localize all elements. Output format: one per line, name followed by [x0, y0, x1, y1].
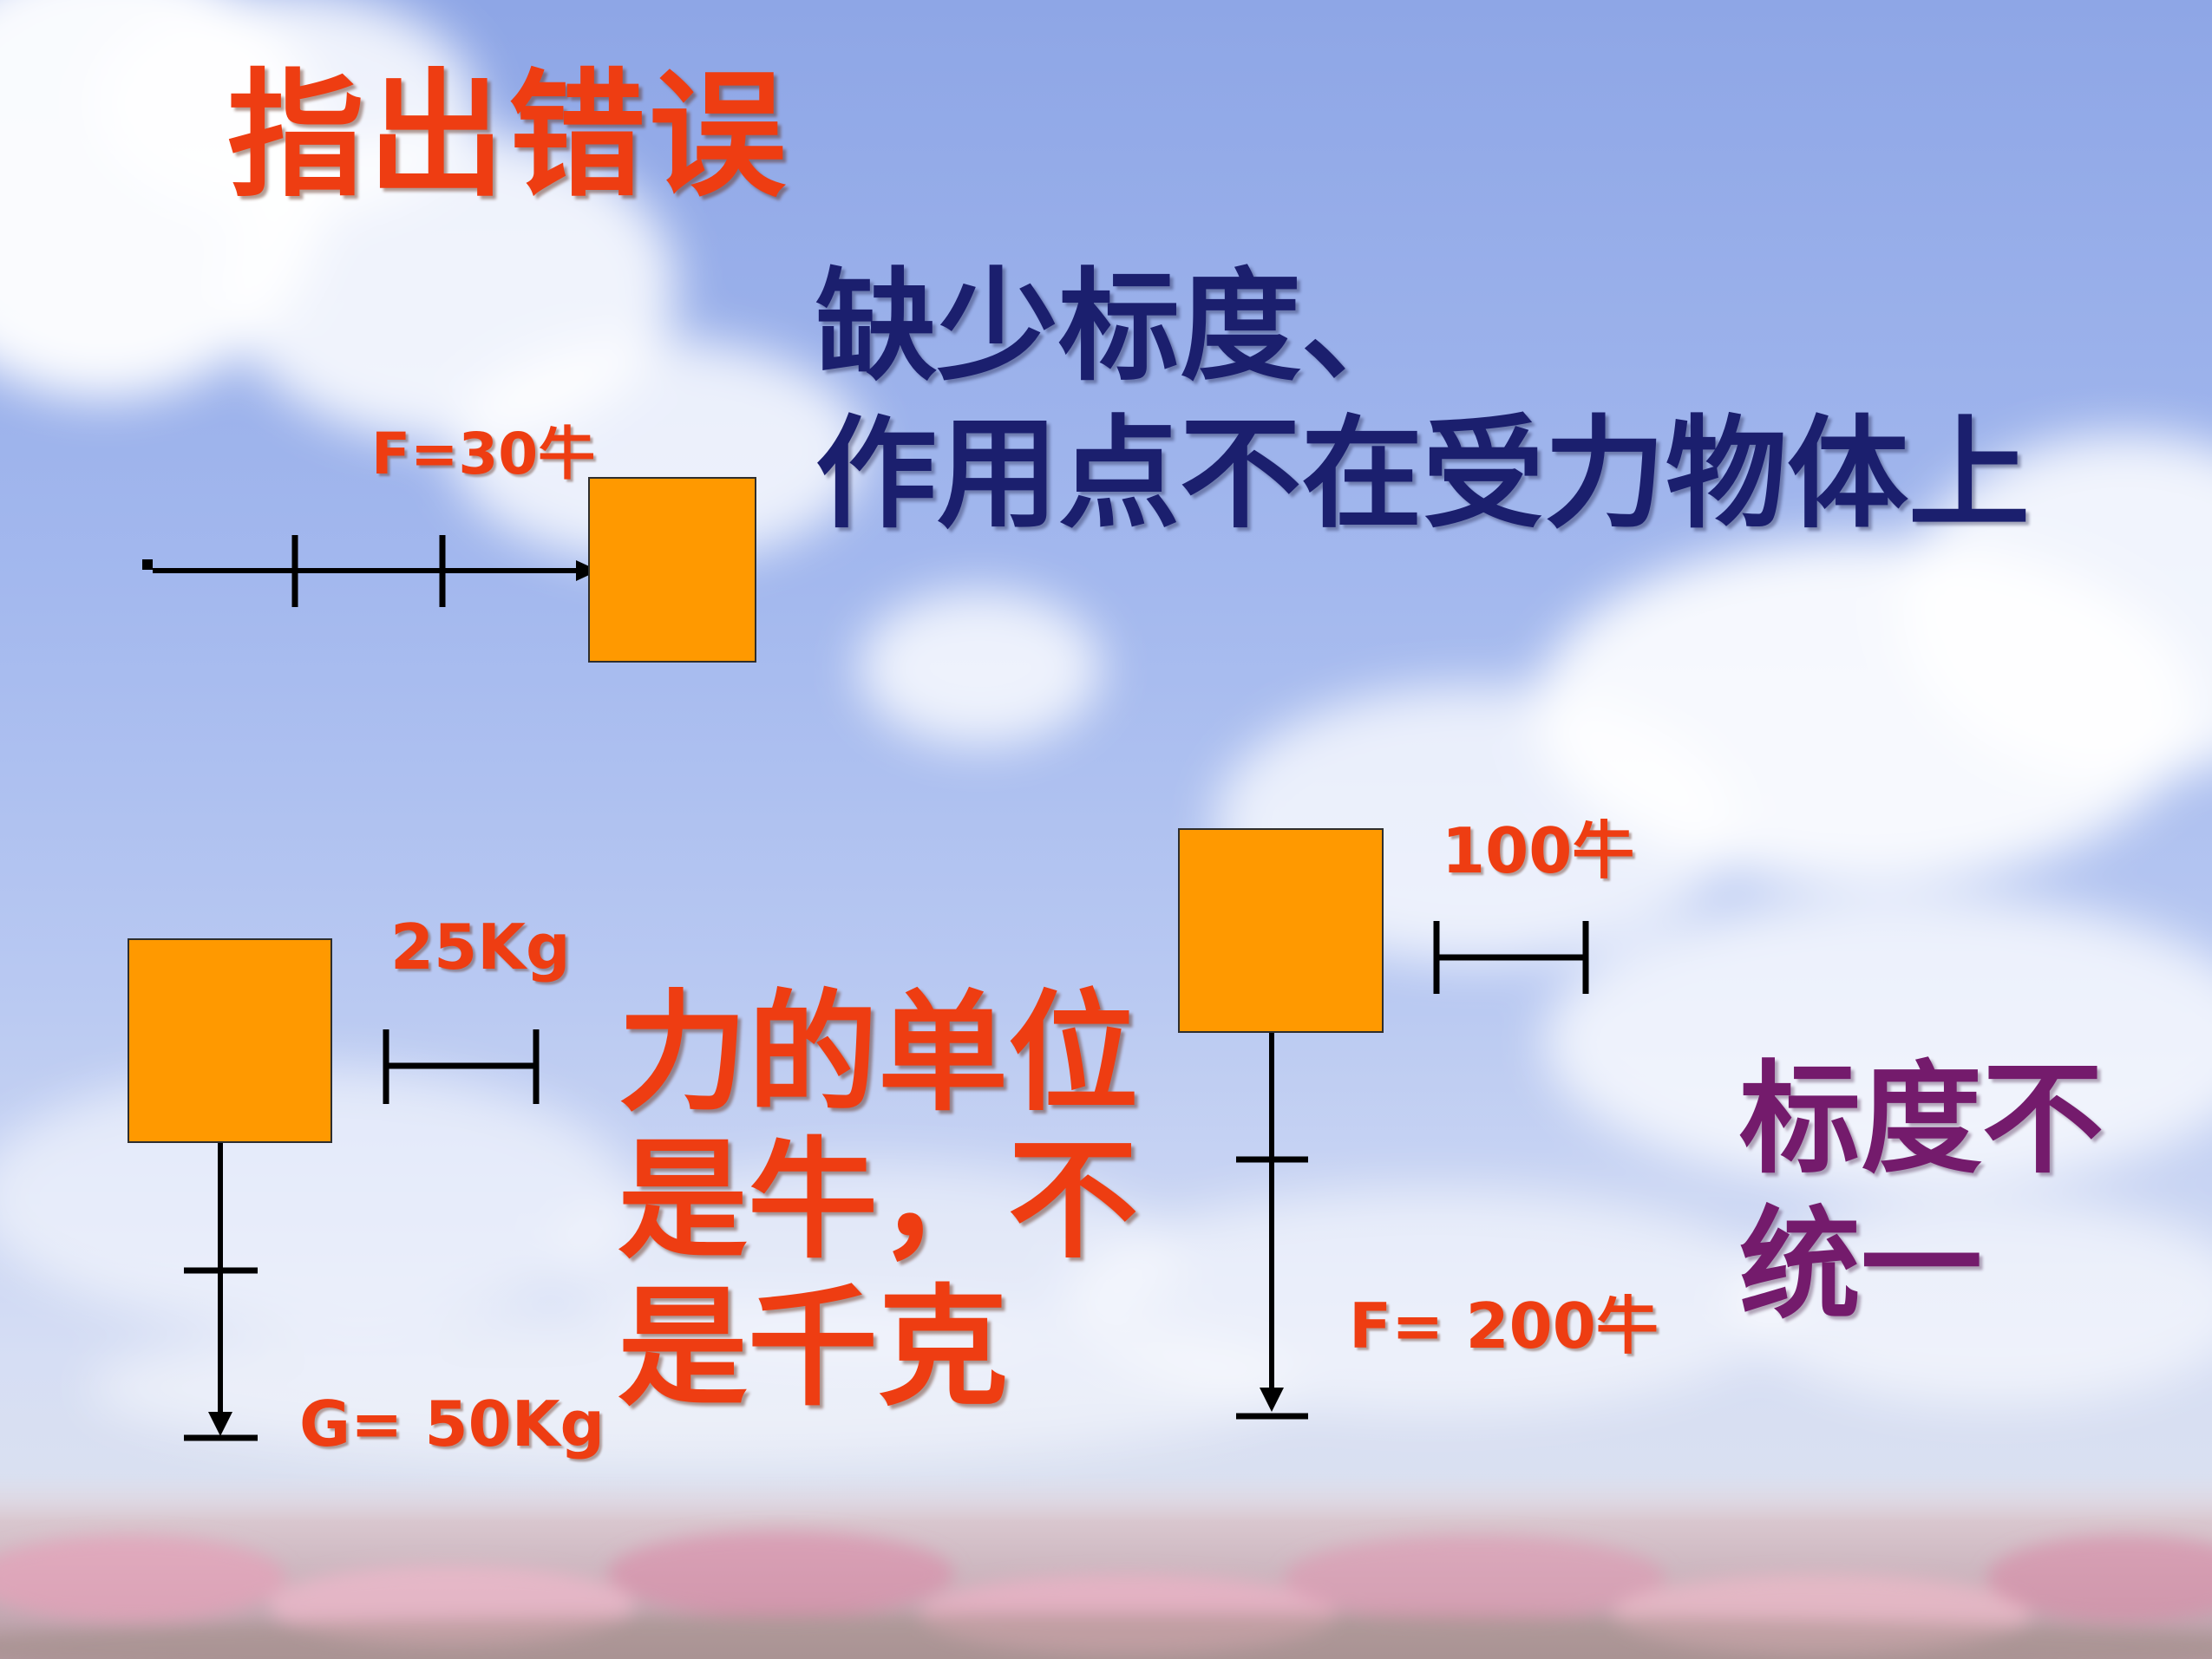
error-text-2-line3: 是千克	[618, 1273, 1009, 1424]
arrowhead	[576, 560, 599, 581]
object-box-1	[588, 477, 756, 663]
error-text-3-line2: 统一	[1739, 1195, 1983, 1336]
error-text-1-line1: 缺少标度、	[815, 257, 1423, 398]
force-label-1: F=30牛	[371, 421, 596, 487]
scale-label-3: 100牛	[1442, 814, 1635, 887]
object-box-2	[128, 938, 332, 1143]
scale-label-2: 25Kg	[390, 911, 571, 983]
error-text-3-line1: 标度不	[1739, 1049, 2104, 1191]
force-label-2: G= 50Kg	[299, 1388, 605, 1460]
arrowhead	[1260, 1388, 1284, 1412]
error-text-1-line2: 作用点不在受力物体上	[815, 404, 2031, 545]
slide-title: 指出错误	[227, 56, 789, 216]
force-label-3: F= 200牛	[1349, 1290, 1659, 1362]
start-point-marker	[142, 559, 153, 570]
error-text-2-line1: 力的单位	[618, 978, 1139, 1129]
object-box-3	[1178, 828, 1384, 1033]
arrowhead	[208, 1412, 232, 1436]
error-text-2-line2: 是牛，不	[618, 1126, 1139, 1277]
